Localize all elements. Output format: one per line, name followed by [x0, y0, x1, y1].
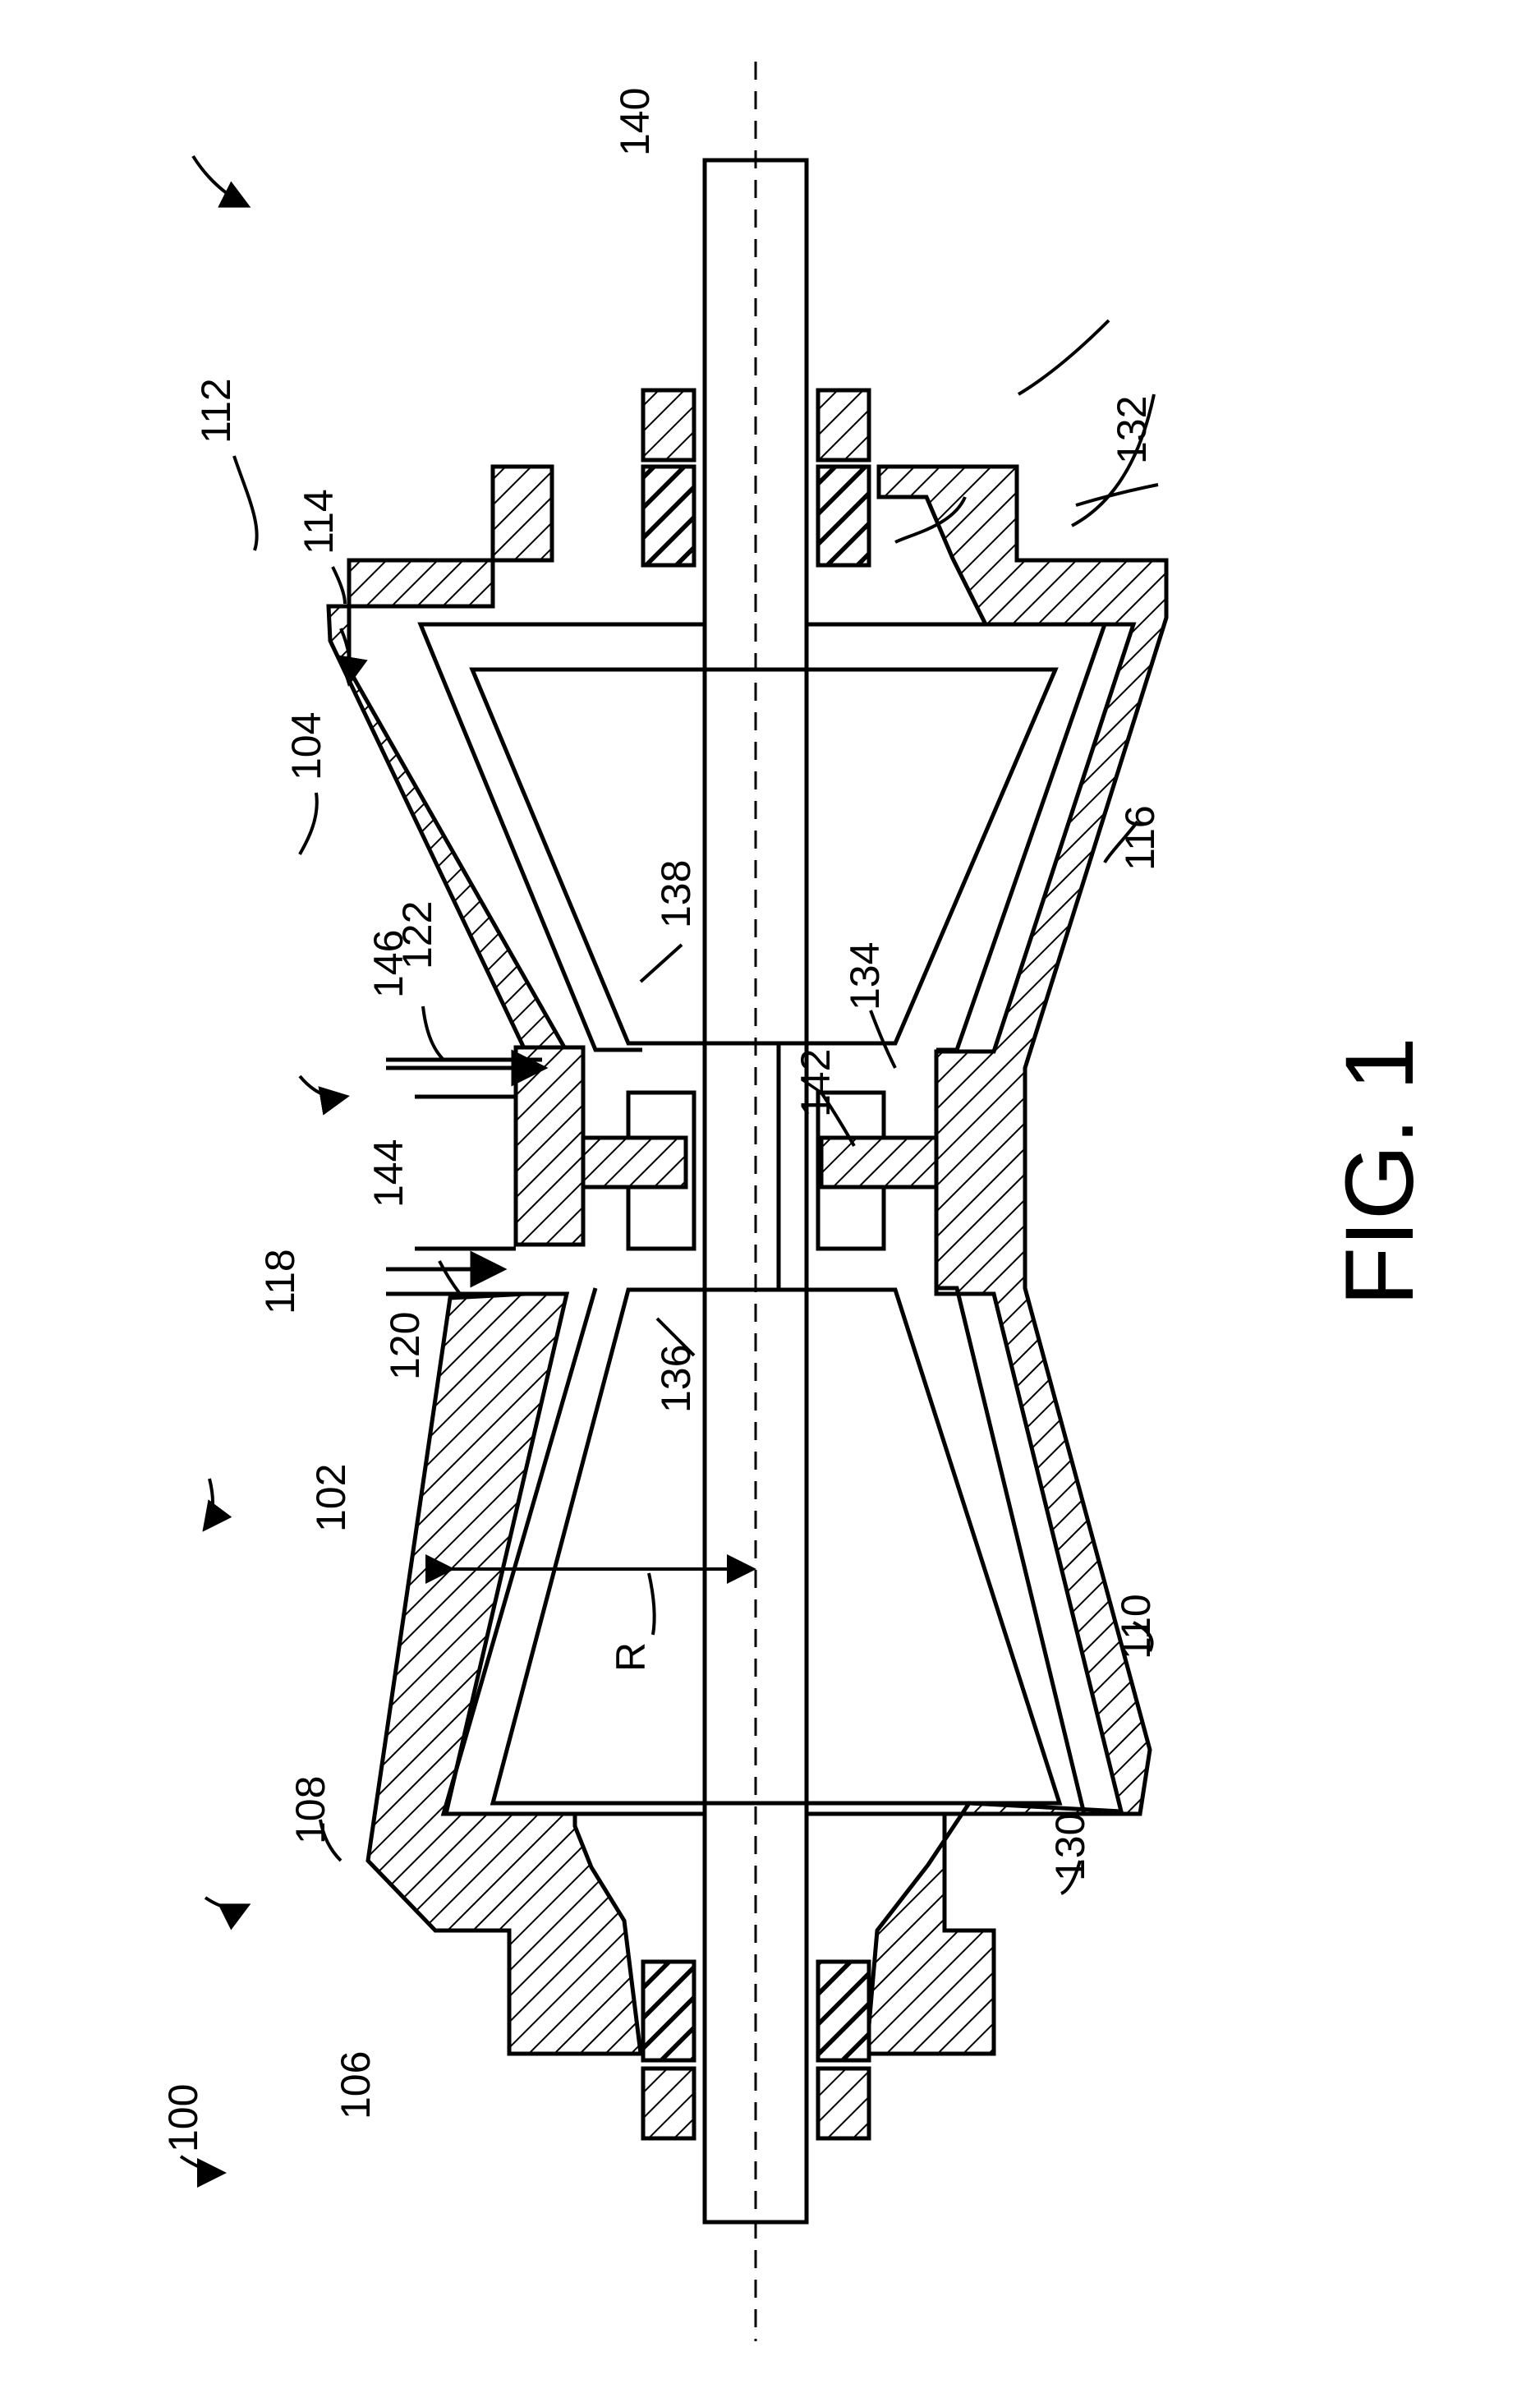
- ref-112: 112: [193, 378, 239, 444]
- ref-134: 134: [842, 942, 888, 1010]
- ref-106: 106: [333, 2051, 379, 2119]
- seal-132-left: [643, 467, 694, 565]
- ref-142: 142: [793, 1049, 839, 1117]
- casing-wall-left: [329, 467, 567, 1052]
- diaphragm-left: [583, 1138, 686, 1187]
- ref-110: 110: [1113, 1594, 1159, 1659]
- ref-116: 116: [1117, 805, 1163, 871]
- ref-104: 104: [283, 712, 329, 780]
- ref-100: 100: [160, 2084, 206, 2152]
- diaphragm-right: [821, 1138, 936, 1187]
- ref-r: R: [608, 1642, 654, 1672]
- ref-138: 138: [653, 860, 699, 928]
- group-arrows: [181, 156, 350, 2173]
- bearing-bottom-right: [818, 2069, 869, 2138]
- ref-102: 102: [308, 1464, 354, 1532]
- ref-118: 118: [257, 1249, 303, 1314]
- casing-wall-left-lower: [368, 1294, 641, 2054]
- ref-136: 136: [653, 1345, 699, 1413]
- ref-122: 122: [394, 901, 440, 969]
- ref-114: 114: [296, 489, 342, 555]
- seal-130-left: [643, 1962, 694, 2060]
- ref-120: 120: [382, 1312, 428, 1380]
- ref-130: 130: [1047, 1813, 1093, 1881]
- seal-132-right: [818, 467, 869, 565]
- diffuser-wall: [516, 1047, 583, 1245]
- ref-140: 140: [612, 88, 658, 156]
- ref-132: 132: [1109, 396, 1155, 464]
- ref-108: 108: [287, 1776, 333, 1844]
- flow-path-outline-2: [421, 624, 705, 1050]
- impeller-138: [472, 670, 1055, 1043]
- bearing-bottom-left: [643, 2069, 694, 2138]
- seal-130-right: [818, 1962, 869, 2060]
- bearing-top-right: [818, 390, 869, 460]
- figure-label: FIG. 1: [1326, 1037, 1434, 1306]
- ref-144: 144: [365, 1139, 411, 1208]
- bearing-top-left: [643, 390, 694, 460]
